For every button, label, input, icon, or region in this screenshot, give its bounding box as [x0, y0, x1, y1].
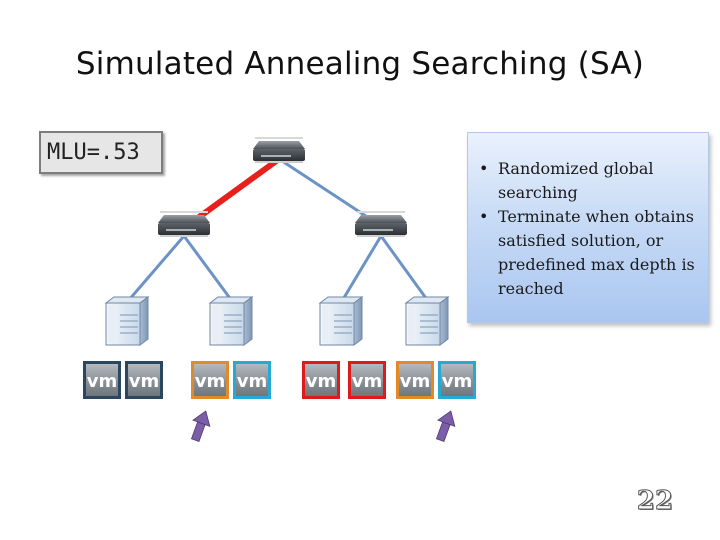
router-icon — [253, 137, 305, 163]
vm-box: vm — [396, 361, 434, 399]
mlu-value-box: MLU=.53 — [39, 131, 163, 174]
arrow-up-icon — [190, 410, 211, 443]
arrow-up-icon — [435, 410, 456, 443]
callout-bullet-text: Randomized global searching — [498, 159, 654, 202]
link-right-server-4 — [379, 235, 430, 302]
vm-label: vm — [306, 371, 337, 392]
vm-box: vm — [348, 361, 386, 399]
link-left-server-2 — [182, 235, 234, 302]
link-root-right — [278, 157, 382, 228]
bullet-marker: • — [479, 207, 489, 226]
vm-label: vm — [195, 371, 226, 392]
page-number: 22 — [636, 486, 674, 517]
vm-label: vm — [129, 371, 160, 392]
vm-box: vm — [83, 361, 121, 399]
vm-box: vm — [233, 361, 271, 399]
callout-bullet: • Terminate when obtains satisfied solut… — [476, 205, 702, 301]
vm-box: vm — [125, 361, 163, 399]
vm-label: vm — [442, 371, 473, 392]
server-icon — [405, 296, 449, 346]
server-icon — [319, 296, 363, 346]
callout-box: • Randomized global searching • Terminat… — [467, 132, 709, 323]
link-right-server-3 — [340, 235, 383, 302]
vm-label: vm — [87, 371, 118, 392]
callout-bullet-list: • Randomized global searching • Terminat… — [476, 157, 702, 301]
server-icon — [209, 296, 253, 346]
link-left-server-1 — [126, 235, 186, 302]
vm-box: vm — [438, 361, 476, 399]
slide-title: Simulated Annealing Searching (SA) — [75, 46, 645, 82]
server-icon — [105, 296, 149, 346]
callout-bullet: • Randomized global searching — [476, 157, 702, 205]
bullet-marker: • — [479, 159, 489, 178]
vm-box: vm — [191, 361, 229, 399]
vm-label: vm — [400, 371, 431, 392]
vm-label: vm — [237, 371, 268, 392]
vm-box: vm — [302, 361, 340, 399]
callout-bullet-text: Terminate when obtains satisfied solutio… — [498, 207, 695, 298]
vm-label: vm — [352, 371, 383, 392]
